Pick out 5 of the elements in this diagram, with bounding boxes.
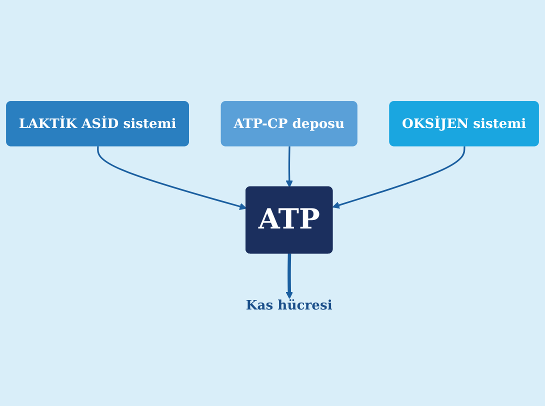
- node-text: Kas hücresi: [246, 298, 332, 313]
- arrow: [97, 146, 247, 210]
- arrow: [286, 254, 293, 300]
- arrow: [286, 146, 293, 188]
- arrow: [332, 146, 466, 209]
